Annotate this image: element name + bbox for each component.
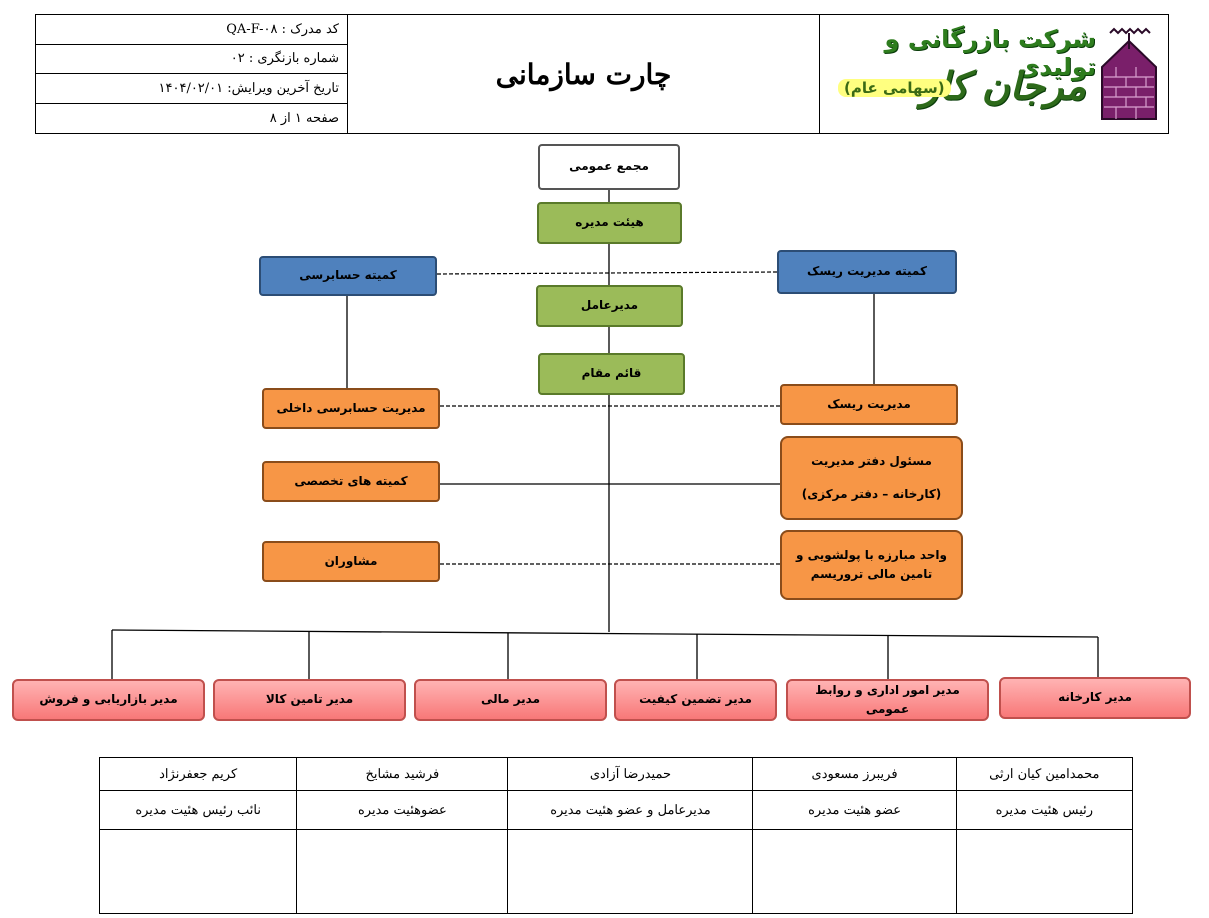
signatory-name: فریبرز مسعودی xyxy=(752,757,957,791)
signature-cell[interactable] xyxy=(98,829,298,914)
signature-cell[interactable] xyxy=(955,829,1134,914)
signatory-role: مدیرعامل و عضو هئیت مدیره xyxy=(507,790,754,830)
signatory-name: محمدامین کیان ارثی xyxy=(955,757,1134,791)
signatory-role: عضوهئیت مدیره xyxy=(296,790,509,830)
board-of-directors-box: هیئت مدیره xyxy=(537,202,682,244)
company-name-line1: شرکت بازرگانی و تولیدی xyxy=(884,25,1096,81)
signatory-name: حمیدرضا آزادی xyxy=(507,757,754,791)
signatory-role: نائب رئیس هئیت مدیره xyxy=(98,790,298,830)
factory-manager-box: مدیر کارخانه xyxy=(999,677,1191,719)
signatory-role: رئیس هئیت مدیره xyxy=(955,790,1134,830)
page-title: چارت سازمانی xyxy=(348,15,820,133)
marketing-sales-manager-box: مدیر بازاریابی و فروش xyxy=(12,679,205,721)
signature-cell[interactable] xyxy=(752,829,957,914)
revision-number: شماره بازنگری : ۰۲ xyxy=(36,45,347,74)
management-office-box: مسئول دفتر مدیریت (کارخانه – دفتر مرکزی) xyxy=(780,436,963,520)
company-logo: شرکت بازرگانی و تولیدی مرجان کار (سهامی … xyxy=(820,15,1168,133)
document-meta: کد مدرک : QA-F-۰۸ شماره بازنگری : ۰۲ تار… xyxy=(36,15,348,133)
audit-committee-box: کمیته حسابرسی xyxy=(259,256,437,296)
risk-management-box: مدیریت ریسک xyxy=(780,384,958,425)
general-assembly-box: مجمع عمومی xyxy=(538,144,680,190)
advisors-box: مشاوران xyxy=(262,541,440,582)
last-edit-date: تاریخ آخرین ویرایش: ۱۴۰۴/۰۲/۰۱ xyxy=(36,74,347,104)
procurement-manager-box: مدیر تامین کالا xyxy=(213,679,406,721)
deputy-box: قائم مقام xyxy=(538,353,685,395)
signatory-name: کریم جعفرنژاد xyxy=(98,757,298,791)
brick-house-icon xyxy=(1101,27,1157,120)
quality-manager-box: مدیر تضمین کیفیت xyxy=(614,679,777,721)
risk-committee-box: کمیته مدیریت ریسک xyxy=(777,250,957,294)
internal-audit-box: مدیریت حسابرسی داخلی xyxy=(262,388,440,429)
management-office-line2: (کارخانه – دفتر مرکزی) xyxy=(801,487,942,501)
ceo-box: مدیرعامل xyxy=(536,285,683,327)
document-header: کد مدرک : QA-F-۰۸ شماره بازنگری : ۰۲ تار… xyxy=(35,14,1169,134)
doc-code: کد مدرک : QA-F-۰۸ xyxy=(36,15,347,45)
signatory-name: فرشید مشایخ xyxy=(296,757,509,791)
signature-table: محمدامین کیان ارثی فریبرز مسعودی حمیدرضا… xyxy=(98,757,1134,914)
company-type: (سهامی عام) xyxy=(838,79,951,97)
aml-unit-box: واحد مبارزه با پولشویی و تامین مالی ترور… xyxy=(780,530,963,600)
finance-manager-box: مدیر مالی xyxy=(414,679,607,721)
signature-cell[interactable] xyxy=(507,829,754,914)
signatory-role: عضو هئیت مدیره xyxy=(752,790,957,830)
specialized-committees-box: کمیته های تخصصی xyxy=(262,461,440,502)
admin-pr-manager-box: مدیر امور اداری و روابط عمومی xyxy=(786,679,989,721)
aml-unit-line2: تامین مالی تروریسم xyxy=(810,567,933,581)
page-number: صفحه ۱ از ۸ xyxy=(269,110,339,126)
management-office-line1: مسئول دفتر مدیریت xyxy=(811,453,932,468)
aml-unit-line1: واحد مبارزه با پولشویی و xyxy=(796,547,947,562)
signature-cell[interactable] xyxy=(296,829,509,914)
